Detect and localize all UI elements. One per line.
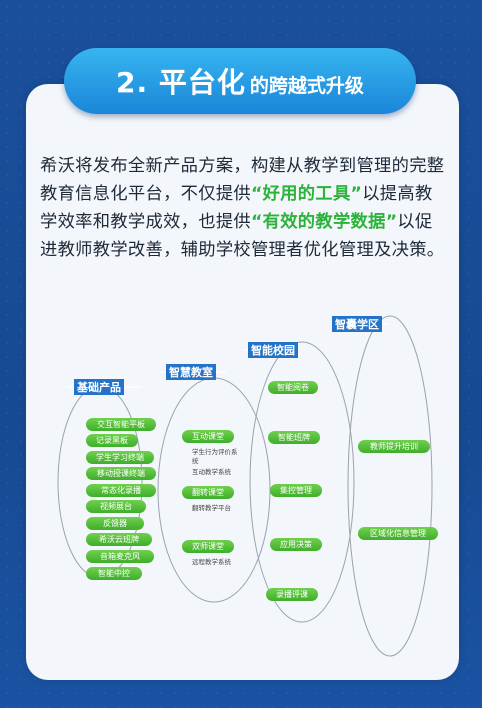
region-item-1: 区域化信息管理 (358, 527, 438, 540)
description-paragraph: 希沃将发布全新产品方案，构建从教学到管理的完整教育信息化平台，不仅提供“好用的工… (40, 152, 450, 264)
basic-item-5: 视频展台 (86, 500, 146, 513)
highlight-data: “有效的教学数据” (250, 212, 398, 232)
basic-item-1: 记录黑板 (86, 434, 138, 447)
para-text-1: 希沃将发布全新产品方案，构建从教学到管理的完整教育信息化平台，不仅提供 (40, 156, 445, 204)
basic-item-6: 反馈器 (86, 517, 144, 530)
para-text-2: 以提高教学效率和教学成效，也提供 (40, 184, 433, 232)
campus-item-2: 集控管理 (270, 484, 322, 497)
region-item-0: 教师提升培训 (358, 440, 430, 453)
classroom-sub-interactive: 互动教学系统 (192, 468, 231, 476)
campus-item-0: 智能阅卷 (268, 381, 318, 394)
classroom-item-interactive: 互动课堂 (182, 430, 234, 443)
campus-item-3: 应用决策 (270, 538, 322, 551)
basic-item-9: 智能中控 (86, 567, 142, 580)
basic-item-0: 交互智能平板 (86, 418, 156, 431)
highlight-tools: “好用的工具” (250, 184, 363, 204)
region-ellipse (347, 315, 433, 657)
campus-item-1: 智能班牌 (268, 431, 320, 444)
classroom-sub-behavior: 学生行为评价系统 (192, 448, 238, 465)
section-title: 2. 平台化 的跨越式升级 (64, 48, 416, 114)
campus-item-4: 录播评课 (266, 588, 318, 601)
basic-item-4: 常态化录播 (86, 484, 156, 497)
classroom-item-dual: 双师课堂 (182, 540, 234, 553)
basic-item-2: 学生学习终端 (86, 451, 154, 464)
title-suffix: 的跨越式升级 (249, 74, 364, 97)
classroom-sub-remote: 远程教学系统 (192, 558, 231, 566)
smart-region-header: 智囊学区 (332, 316, 382, 332)
classroom-item-flipped: 翻转课堂 (182, 486, 234, 499)
smart-classroom-header: 智慧教室 (166, 364, 216, 380)
para-text-3: 以促进教师教学改善，辅助学校管理者优化管理及决策。 (40, 212, 445, 260)
basic-item-8: 音箱麦克风 (86, 550, 154, 563)
campus-ellipse (249, 341, 355, 623)
classroom-sub-flipped: 翻转教学平台 (192, 504, 231, 512)
title-number: 2. 平台化 (116, 66, 246, 99)
basic-item-3: 移动授课终端 (86, 467, 156, 480)
smart-campus-header: 智能校园 (248, 342, 298, 358)
basic-products-header: 基础产品 (74, 379, 124, 395)
basic-item-7: 希沃云班牌 (86, 533, 152, 546)
